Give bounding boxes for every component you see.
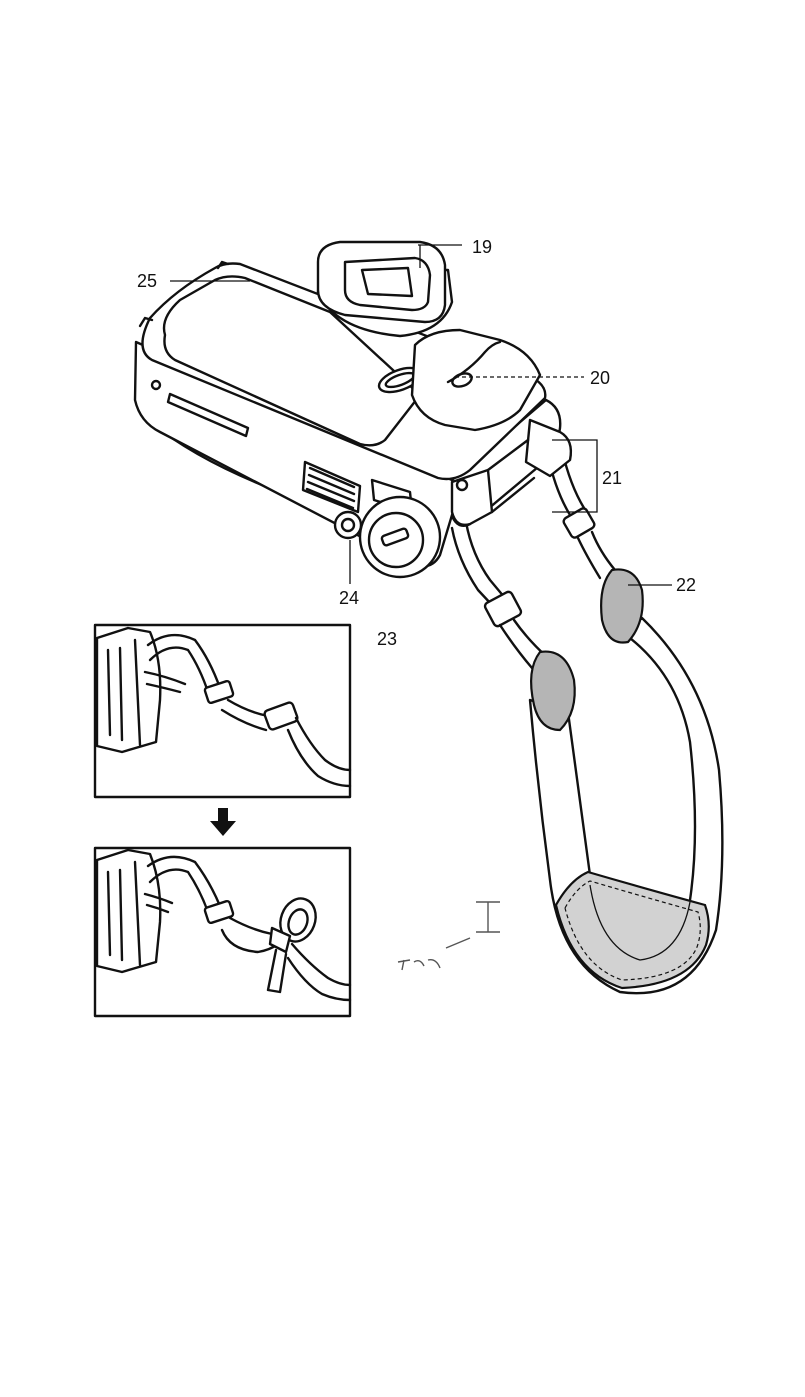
label-21: 21 xyxy=(602,468,622,488)
left-strand-line-b xyxy=(466,522,505,598)
label-24: 24 xyxy=(339,588,359,608)
down-arrow-head xyxy=(210,821,236,836)
inset-2-camera-grip xyxy=(97,850,160,972)
label-25: 25 xyxy=(137,271,157,291)
scan-artifact xyxy=(398,902,500,970)
label-20: 20 xyxy=(590,368,610,388)
label-19: 19 xyxy=(472,237,492,257)
inset-1-camera-grip xyxy=(97,628,160,752)
down-arrow-shaft xyxy=(218,808,228,822)
label-22: 22 xyxy=(676,575,696,595)
camera-body xyxy=(135,242,571,577)
strap-right-strand xyxy=(548,450,643,643)
right-strand-lower-b xyxy=(592,532,615,570)
left-strand-lower-a xyxy=(500,625,532,668)
left-strand-line-a xyxy=(452,528,492,605)
viewfinder-frame xyxy=(345,258,430,310)
down-arrow xyxy=(210,808,236,836)
right-strap-pad xyxy=(601,569,643,642)
lug-screw xyxy=(457,480,467,490)
label-23: 23 xyxy=(377,629,397,649)
inset-strap-attach-after xyxy=(95,848,350,1016)
scan-artifact-mark-2 xyxy=(398,938,470,970)
tripod-socket xyxy=(335,512,361,538)
scan-artifact-mark-1 xyxy=(476,902,500,932)
strap-left-strand xyxy=(452,522,575,730)
front-indicator-dot xyxy=(152,381,160,389)
inset-strap-attach-before xyxy=(95,625,350,797)
